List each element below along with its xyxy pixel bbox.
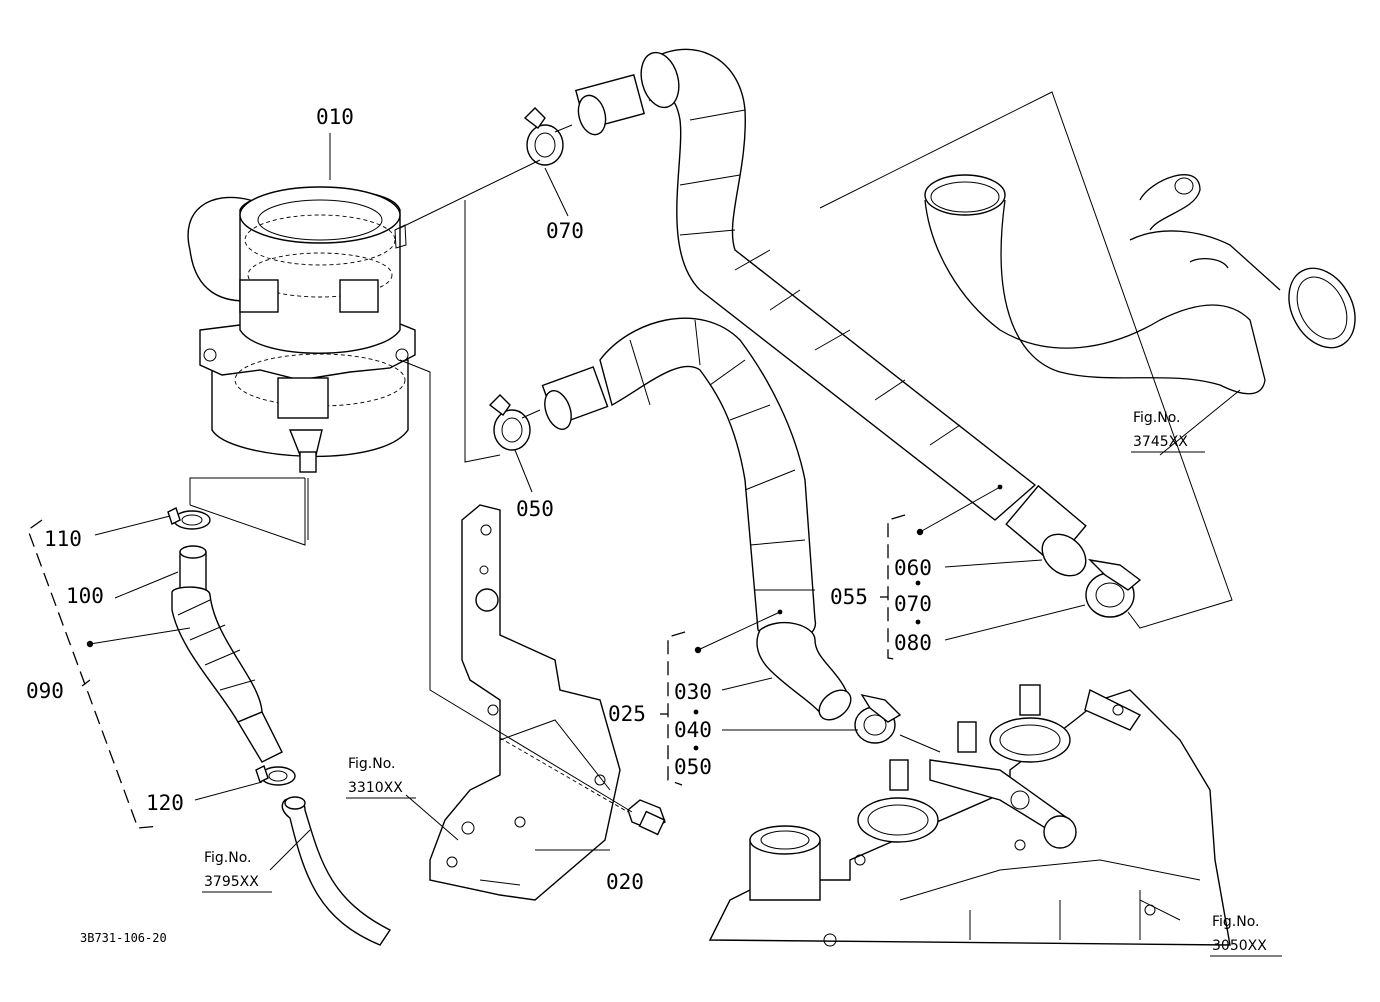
label-070-top: 070 [546, 219, 584, 243]
group-brackets [27, 514, 906, 829]
fig-3050-title: Fig.No. [1212, 914, 1260, 930]
mounting-bracket [429, 504, 621, 901]
label-090: 090 [26, 679, 64, 703]
drawing-code: 3B731-106-20 [80, 931, 167, 945]
inset-elbow-pipe [924, 174, 1356, 395]
lower-breather-hose [541, 317, 852, 721]
label-050-lower: 050 [674, 755, 712, 779]
label-080: 080 [894, 631, 932, 655]
label-100: 100 [66, 584, 104, 608]
fig-ref-3745XX: Fig.No. 3745XX [1131, 410, 1205, 453]
label-110: 110 [44, 527, 82, 551]
clamp-040-lower [854, 693, 902, 744]
label-010: 010 [316, 105, 354, 129]
fig-ref-3795XX: Fig.No. 3795XX [202, 850, 272, 893]
label-055: 055 [830, 585, 868, 609]
label-025: 025 [608, 702, 646, 726]
label-030: 030 [674, 680, 712, 704]
label-050-mid: 050 [516, 497, 554, 521]
clamp-120 [255, 765, 296, 786]
part-labels: 010 070 050 110 100 090 120 060 055 070 … [26, 105, 932, 894]
fig-3745-title: Fig.No. [1133, 410, 1181, 426]
fig-3795-title: Fig.No. [204, 850, 252, 866]
label-120: 120 [146, 791, 184, 815]
clamp-070-top [523, 107, 573, 166]
fig-3310-number: 3310XX [348, 780, 403, 796]
bolt-020 [627, 799, 666, 836]
clamp-080-right [1085, 558, 1142, 618]
clamp-050-mid [488, 394, 541, 451]
inset-frame [819, 91, 1233, 629]
upper-breather-hose [574, 48, 1087, 577]
fig-ref-3050XX: Fig.No. 3050XX [1210, 914, 1282, 957]
clamp-110 [167, 507, 211, 530]
label-040: 040 [674, 718, 712, 742]
engine-cylinder-head [708, 684, 1231, 947]
fig-3795-number: 3795XX [204, 874, 259, 890]
fig-ref-3310XX: Fig.No. 3310XX [346, 756, 416, 799]
label-020: 020 [606, 870, 644, 894]
fig-3050-number: 3050XX [1212, 938, 1267, 954]
fig-3310-title: Fig.No. [348, 756, 396, 772]
air-cleaner-assembly [187, 186, 416, 473]
fig-3745-number: 3745XX [1133, 434, 1188, 450]
label-060: 060 [894, 556, 932, 580]
label-070-right: 070 [894, 592, 932, 616]
leader-lines [89, 133, 1241, 921]
drain-hose-assembly [171, 545, 392, 946]
reference-dots [86, 484, 1003, 751]
